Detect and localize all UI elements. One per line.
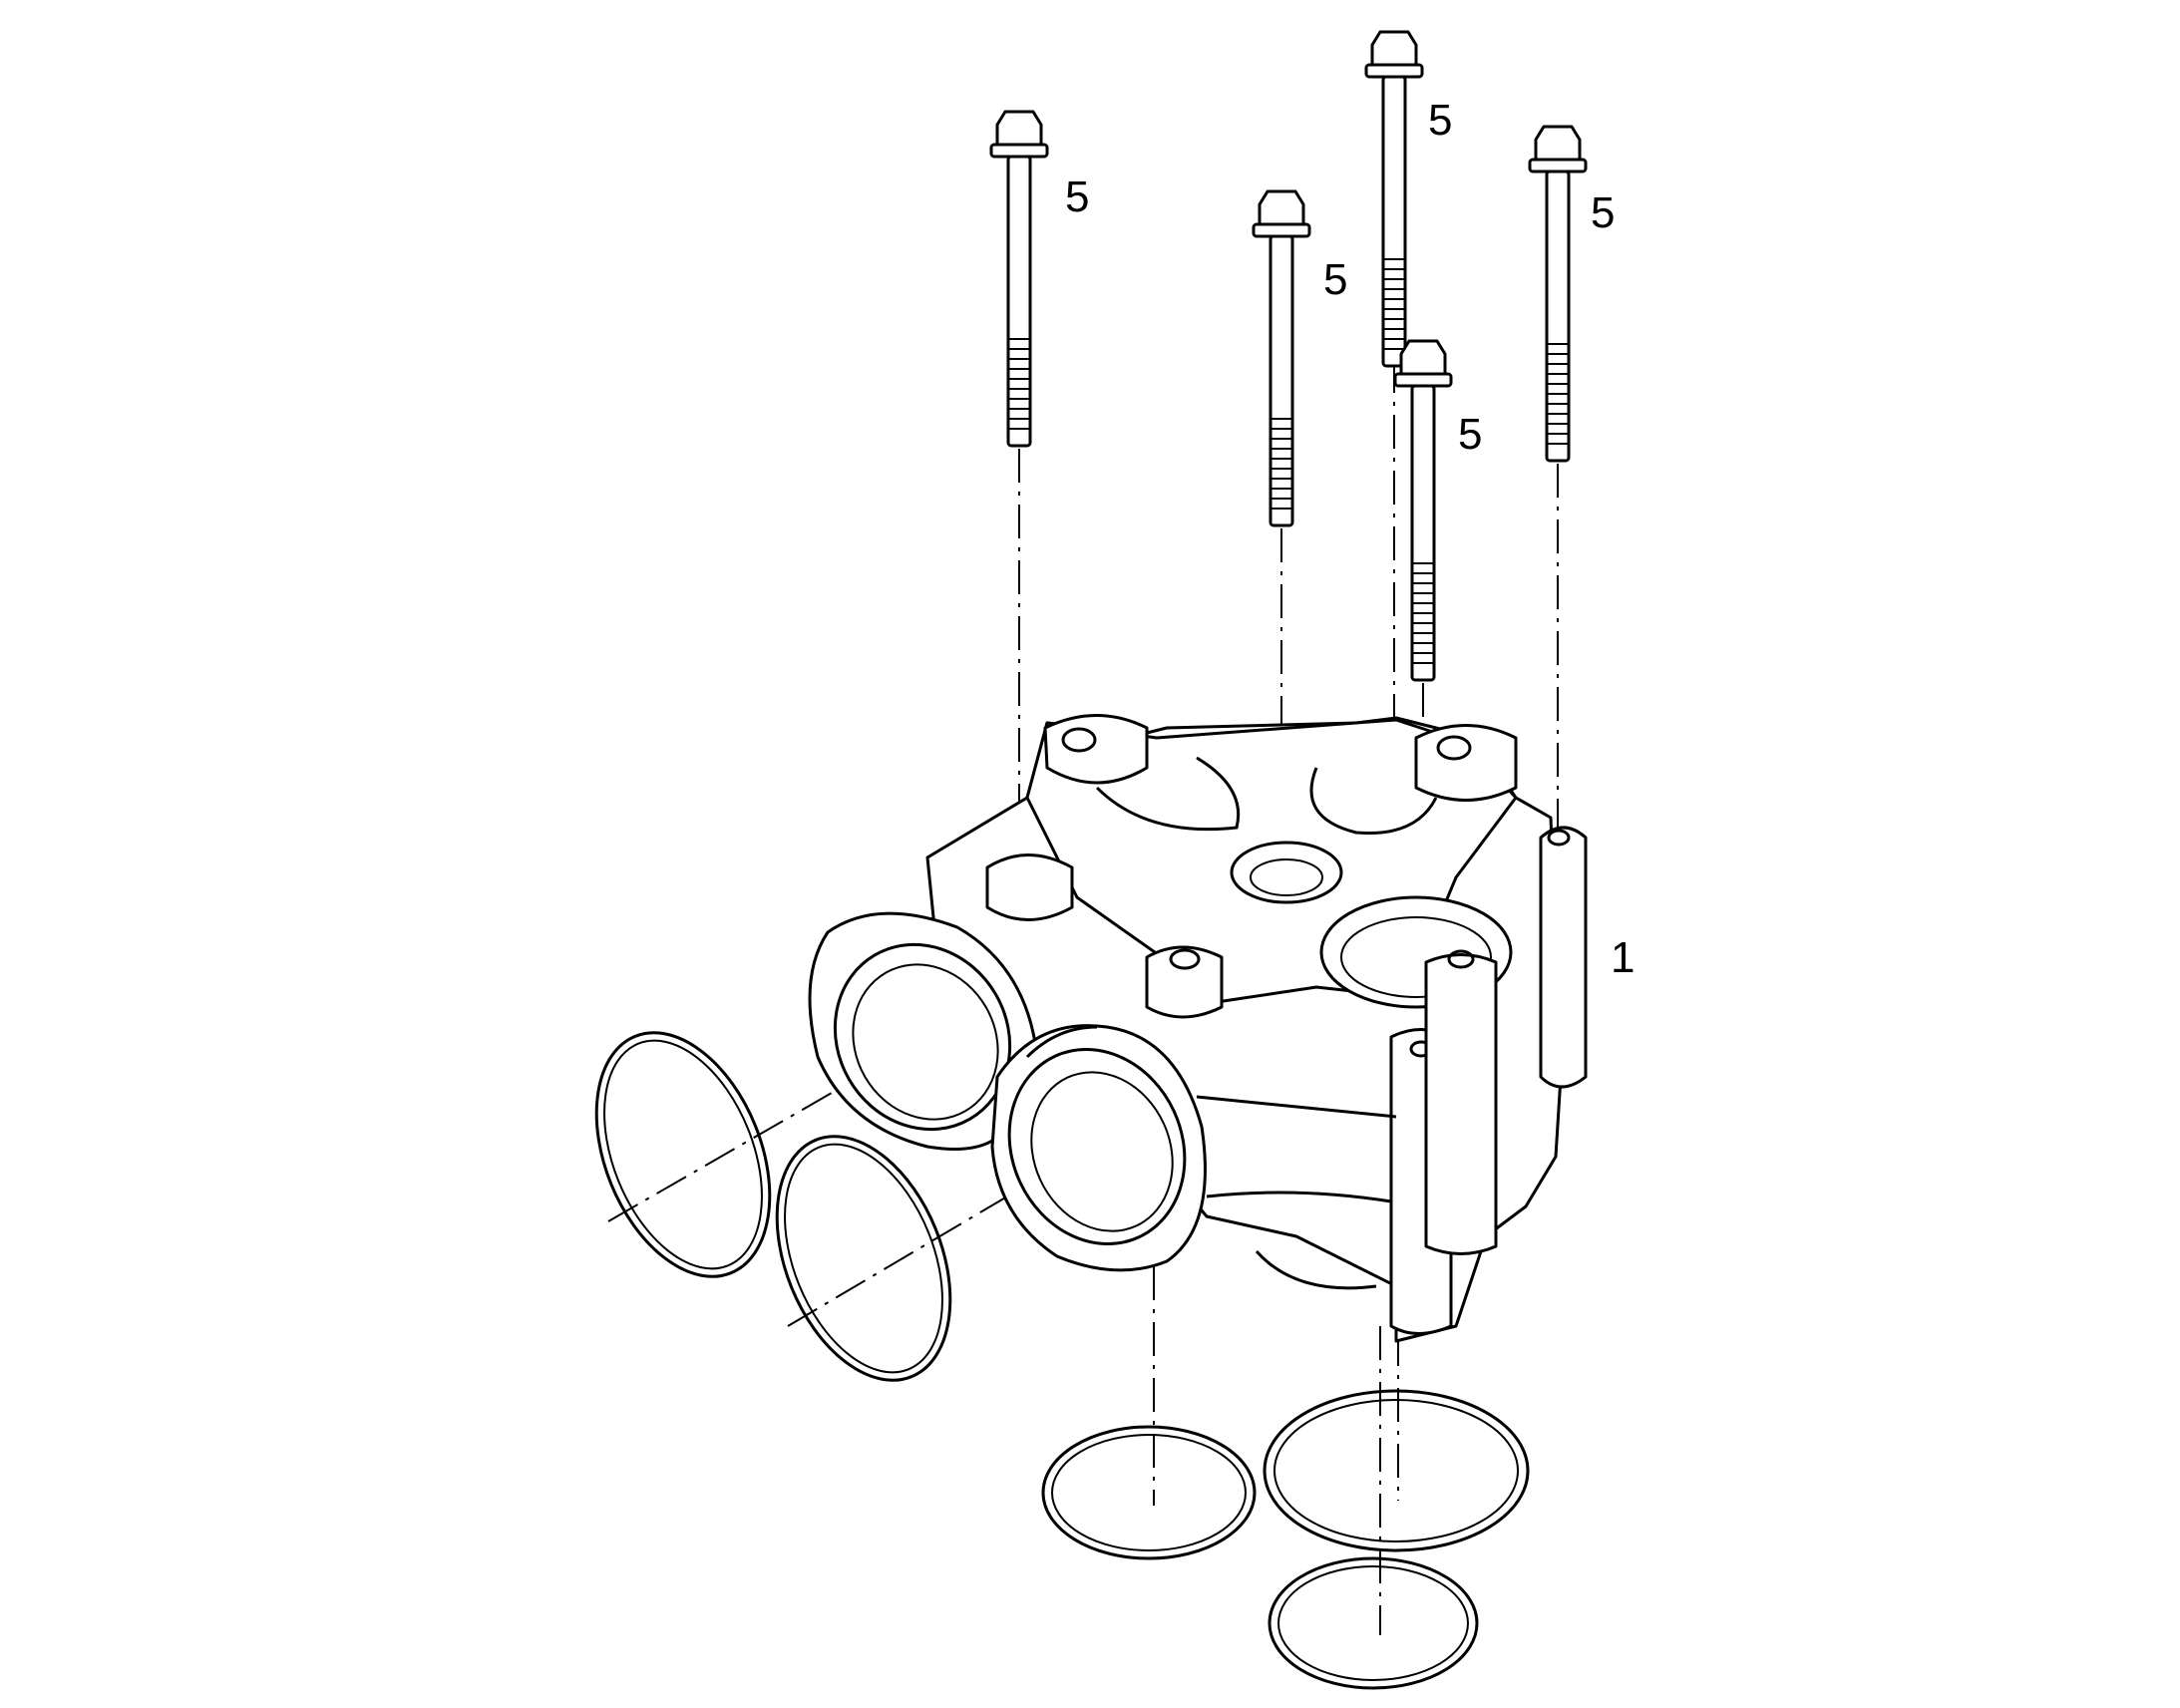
callout-housing: 1 [1611, 933, 1635, 982]
threaded-hole [1230, 841, 1343, 904]
bolt-1 [989, 110, 1049, 448]
callout-bolt-2: 5 [1323, 255, 1347, 304]
o-ring-left-lower [775, 1135, 952, 1382]
callout-bolt-3: 5 [1428, 96, 1452, 145]
bolt-2 [1252, 189, 1311, 527]
callout-bolt-5: 5 [1591, 188, 1615, 237]
callout-bolt-4: 5 [1458, 410, 1482, 459]
o-ring-bottom-right [1263, 1389, 1530, 1552]
o-ring-left-upper [594, 1031, 772, 1278]
bolt-3 [1364, 30, 1424, 368]
o-ring-bottom-left [1041, 1425, 1257, 1560]
callout-bolt-1: 5 [1065, 172, 1089, 221]
bolt-4 [1393, 339, 1453, 682]
o-ring-bottom-center [1268, 1556, 1479, 1690]
bolt-5 [1528, 125, 1588, 463]
pump-housing [808, 714, 1588, 1343]
